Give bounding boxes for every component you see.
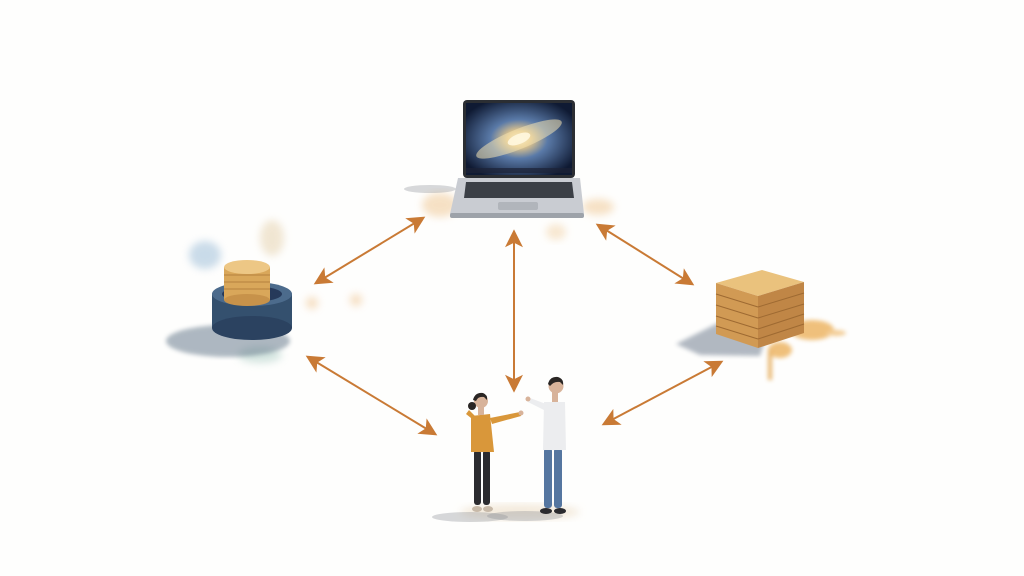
coin-stack-node [166, 220, 362, 363]
edge-laptop-coin-stack [313, 216, 426, 285]
edge-wooden-crate-people [601, 360, 724, 426]
man-figure [525, 376, 566, 514]
two-people-talking-icon [466, 376, 566, 514]
wooden-crate-icon [715, 270, 805, 348]
wooden-crate-node [676, 270, 846, 380]
laptop-icon [450, 100, 584, 218]
edge-laptop-wooden-crate [595, 223, 695, 286]
edge-coin-stack-people [305, 355, 438, 436]
coin-stack-icon [212, 260, 292, 340]
people-node [432, 376, 580, 522]
woman-figure [466, 392, 524, 512]
laptop-watercolor-splash [422, 193, 614, 240]
laptop-node [404, 100, 614, 240]
arrows [305, 216, 724, 436]
